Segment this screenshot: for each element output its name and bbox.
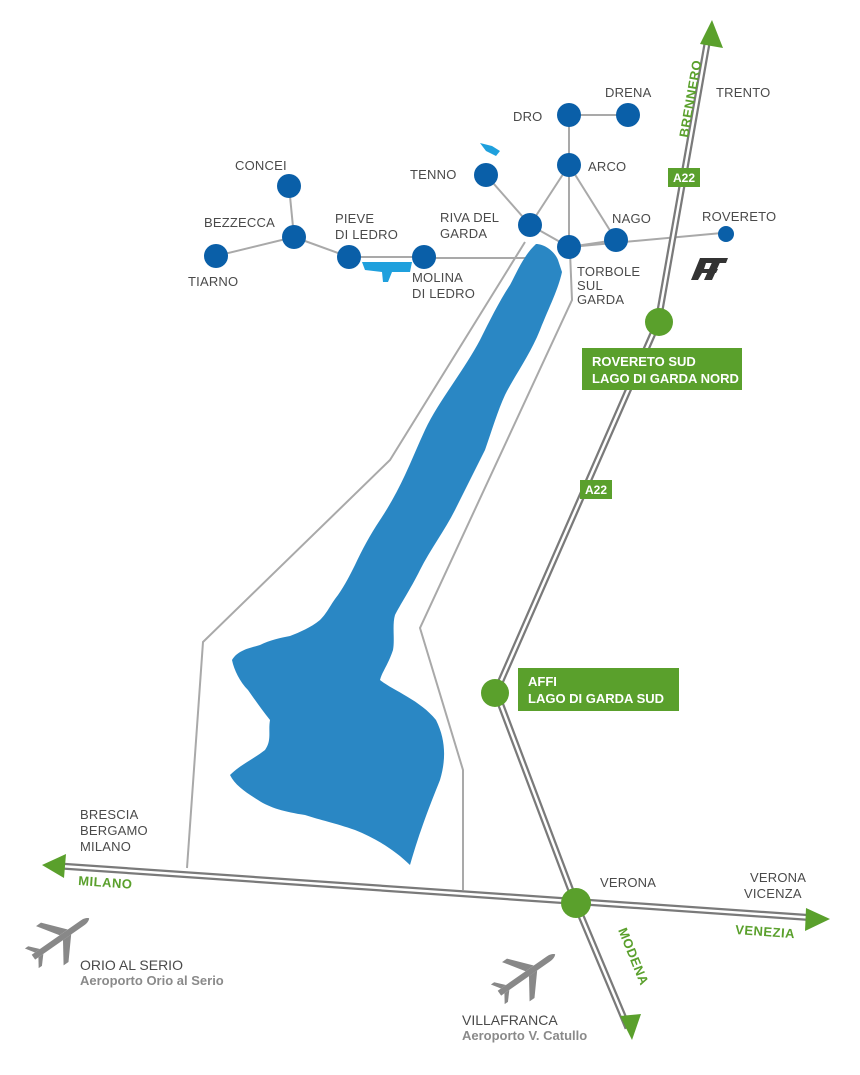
label-riva-2: GARDA — [440, 226, 487, 241]
exit-rovereto-sud-line1: ROVERETO SUD — [592, 354, 696, 369]
secondary-roads — [186, 232, 723, 890]
town-dot-dro — [557, 103, 581, 127]
lago-di-tenno — [480, 143, 500, 156]
label-riva-1: RIVA DEL — [440, 210, 499, 225]
town-dot-tiarno — [204, 244, 228, 268]
label-dro: DRO — [513, 109, 543, 124]
label-villafranca-airport: Aeroporto V. Catullo — [462, 1028, 587, 1043]
label-tenno: TENNO — [410, 167, 457, 182]
label-orio-airport: Aeroporto Orio al Serio — [80, 973, 224, 988]
label-bergamo: BERGAMO — [80, 823, 148, 838]
town-dot-nago — [604, 228, 628, 252]
label-verona: VERONA — [600, 875, 656, 890]
label-venezia: VENEZIA — [735, 922, 796, 941]
train-station-icon — [691, 258, 728, 280]
label-vicenza: VICENZA — [744, 886, 802, 901]
exit-affi-line1: AFFI — [528, 674, 557, 689]
town-dot-molina — [412, 245, 436, 269]
lake-garda — [230, 244, 562, 865]
a22-shield-top-label: A22 — [673, 171, 695, 185]
town-dot-drena — [616, 103, 640, 127]
a22-shield-top — [668, 168, 700, 187]
exit-affi-box — [518, 668, 679, 711]
arrow-north-icon — [700, 20, 723, 48]
exit-rovereto-sud-dot — [645, 308, 673, 336]
label-villafranca: VILLAFRANCA — [462, 1012, 558, 1028]
town-dot-tenno — [474, 163, 498, 187]
label-molina-2: DI LEDRO — [412, 286, 475, 301]
label-milano-road: MILANO — [78, 873, 133, 892]
label-pieve-2: DI LEDRO — [335, 227, 398, 242]
town-dot-pieve — [337, 245, 361, 269]
town-dot-torbole — [557, 235, 581, 259]
airplane-icon — [24, 917, 90, 969]
exit-rovereto-sud-box — [582, 348, 742, 390]
label-arco: ARCO — [588, 159, 626, 174]
label-bezzecca: BEZZECCA — [204, 215, 275, 230]
exit-affi-line2: LAGO DI GARDA SUD — [528, 691, 664, 706]
label-tiarno: TIARNO — [188, 274, 238, 289]
label-pieve-1: PIEVE — [335, 211, 374, 226]
a22-shield-mid-label: A22 — [585, 483, 607, 497]
exit-rovereto-sud-line2: LAGO DI GARDA NORD — [592, 371, 739, 386]
label-brescia: BRESCIA — [80, 807, 139, 822]
label-concei: CONCEI — [235, 158, 287, 173]
label-rovereto: ROVERETO — [702, 209, 776, 224]
label-torbole-1: TORBOLE — [577, 264, 640, 279]
label-trento: TRENTO — [716, 85, 770, 100]
town-dots — [204, 103, 734, 269]
label-torbole-3: GARDA — [577, 292, 624, 307]
exit-affi-dot — [481, 679, 509, 707]
town-dot-bezzecca — [282, 225, 306, 249]
airplane-icon — [490, 953, 556, 1005]
lago-di-ledro — [362, 262, 412, 282]
label-nago: NAGO — [612, 211, 651, 226]
junction-verona-dot — [561, 888, 591, 918]
road-arrows — [42, 20, 830, 1040]
town-dot-rovereto — [718, 226, 734, 242]
town-dot-riva — [518, 213, 542, 237]
label-modena: MODENA — [615, 926, 652, 988]
label-molina-1: MOLINA — [412, 270, 463, 285]
arrow-south-icon — [620, 1014, 641, 1040]
arrow-east-icon — [805, 908, 830, 931]
label-drena: DRENA — [605, 85, 652, 100]
label-milano-town: MILANO — [80, 839, 131, 854]
a22-shield-mid — [580, 480, 612, 499]
label-verona-2: VERONA — [750, 870, 806, 885]
label-orio: ORIO AL SERIO — [80, 957, 183, 973]
town-dot-arco — [557, 153, 581, 177]
label-torbole-2: SUL — [577, 278, 603, 293]
arrow-west-icon — [42, 854, 66, 878]
town-dot-concei — [277, 174, 301, 198]
